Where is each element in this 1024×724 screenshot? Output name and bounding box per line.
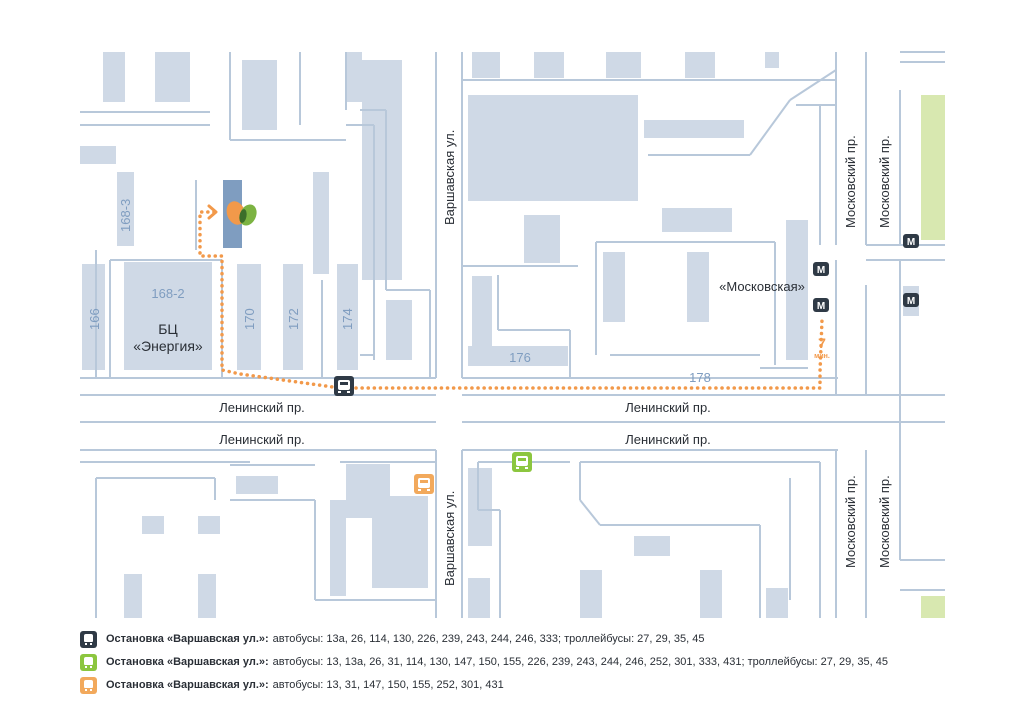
building-number: 166 — [87, 308, 102, 330]
svg-text:M: M — [817, 301, 825, 312]
legend-stop-routes: автобусы: 13, 31, 147, 150, 155, 252, 30… — [272, 679, 504, 691]
buildings-lower — [124, 464, 788, 618]
legend-stop-routes: автобусы: 13а, 26, 114, 130, 226, 239, 2… — [272, 633, 705, 645]
legend-stop-routes: автобусы: 13, 13а, 26, 31, 114, 130, 147… — [272, 656, 888, 668]
legend-stop-title: Остановка «Варшавская ул.»: — [106, 656, 269, 668]
bus-stop-icon — [80, 653, 97, 671]
building-number: 172 — [286, 308, 301, 330]
building-number: 168-3 — [118, 199, 133, 232]
street-label-moskovsky: Московский пр. — [877, 475, 892, 568]
road-outlines — [80, 51, 945, 618]
building-number: 170 — [242, 308, 257, 330]
metro-station-label: «Московская» — [719, 279, 805, 294]
street-label-leninsky: Ленинский пр. — [625, 432, 711, 447]
metro-icon: M — [813, 298, 829, 312]
street-label-varshavskaya: Варшавская ул. — [442, 130, 457, 225]
street-label-leninsky: Ленинский пр. — [219, 400, 305, 415]
metro-icon: M — [813, 262, 829, 276]
legend-stop-title: Остановка «Варшавская ул.»: — [106, 679, 269, 691]
building-number: 168-2 — [151, 286, 184, 301]
walk-time-value: 7 — [818, 335, 826, 351]
park-area — [921, 596, 945, 618]
walking-route-to-office — [198, 210, 824, 390]
building-number: 176 — [509, 350, 531, 365]
bus-stop-icon — [80, 676, 97, 694]
bus-stop-icon-orange[interactable] — [414, 474, 434, 494]
route-arrow-icon — [207, 204, 218, 220]
street-label-varshavskaya: Варшавская ул. — [442, 491, 457, 586]
buildings-upper-left — [80, 52, 412, 370]
street-label-leninsky: Ленинский пр. — [625, 400, 711, 415]
street-label-moskovsky: Московский пр. — [877, 135, 892, 228]
bus-stop-icon — [80, 630, 97, 648]
metro-icon: M — [903, 234, 919, 248]
building-number: 178 — [689, 370, 711, 385]
street-label-moskovsky: Московский пр. — [843, 475, 858, 568]
svg-text:M: M — [817, 265, 825, 276]
legend-row: Остановка «Варшавская ул.»: автобусы: 13… — [80, 652, 980, 672]
business-center-label: БЦ — [158, 321, 178, 337]
legend-stop-title: Остановка «Варшавская ул.»: — [106, 633, 269, 645]
park-area — [921, 95, 945, 240]
legend-row: Остановка «Варшавская ул.»: автобусы: 13… — [80, 675, 980, 695]
company-logo-icon — [226, 201, 257, 226]
walk-time-unit: мин. — [814, 353, 830, 360]
svg-text:M: M — [907, 237, 915, 248]
bus-stop-icon-green[interactable] — [512, 452, 532, 472]
building-number: 174 — [340, 308, 355, 330]
metro-icon: M — [903, 293, 919, 307]
street-label-moskovsky: Московский пр. — [843, 135, 858, 228]
business-center-label: «Энергия» — [133, 338, 203, 354]
legend-row: Остановка «Варшавская ул.»: автобусы: 13… — [80, 629, 980, 649]
buildings-upper-right — [468, 52, 919, 366]
bus-stop-icon-dark[interactable] — [334, 376, 354, 396]
street-label-leninsky: Ленинский пр. — [219, 432, 305, 447]
svg-text:M: M — [907, 296, 915, 307]
